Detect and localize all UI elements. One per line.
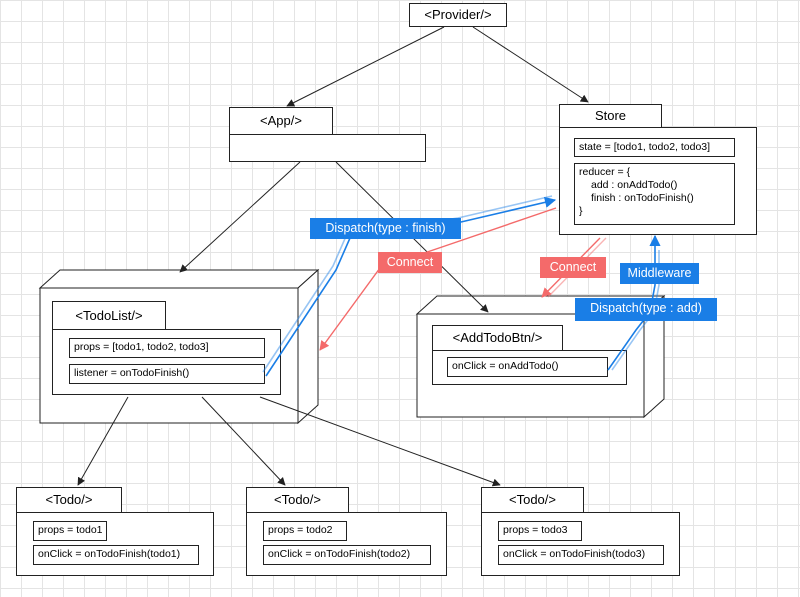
addtodobtn-label: <AddTodoBtn/> — [452, 330, 543, 345]
addtodobtn-onclick: onClick = onAddTodo() — [452, 360, 559, 372]
dispatch-finish-badge: Dispatch(type : finish) — [310, 218, 461, 239]
addtodobtn-onclick-field: onClick = onAddTodo() — [447, 357, 608, 377]
store-label: Store — [594, 108, 627, 123]
edge-provider-store — [472, 26, 589, 103]
todo2-label: <Todo/> — [274, 492, 321, 507]
store-tab: Store — [559, 104, 662, 128]
middleware-badge: Middleware — [620, 263, 699, 284]
todo3-props-field: props = todo3 — [498, 521, 582, 541]
provider-label: <Provider/> — [424, 7, 492, 22]
todo3-tab: <Todo/> — [481, 487, 584, 513]
todo1-props-field: props = todo1 — [33, 521, 107, 541]
store-state: state = [todo1, todo2, todo3] — [579, 141, 711, 153]
dispatch-add-badge: Dispatch(type : add) — [575, 298, 717, 321]
todolist-listener-field: listener = onTodoFinish() — [69, 364, 265, 384]
todo1-onclick-field: onClick = onTodoFinish(todo1) — [33, 545, 199, 565]
connect-right-label: Connect — [549, 260, 597, 274]
dispatch-add-label: Dispatch(type : add) — [590, 301, 702, 315]
edge-todolist-todo3 — [259, 396, 501, 487]
store-reducer-field: reducer = { add : onAddTodo() finish : o… — [574, 163, 735, 225]
edge-app-todolist — [179, 161, 301, 273]
todo3-props: props = todo3 — [503, 524, 568, 536]
todo1-props: props = todo1 — [38, 524, 103, 536]
todo2-onclick: onClick = onTodoFinish(todo2) — [268, 548, 411, 560]
connect-left-badge: Connect — [378, 252, 442, 273]
middleware-label: Middleware — [627, 266, 692, 280]
connect-right-badge: Connect — [540, 257, 606, 278]
todolist-props-field: props = [todo1, todo2, todo3] — [69, 338, 265, 358]
edge-todolist-todo2 — [201, 396, 286, 486]
todo3-label: <Todo/> — [509, 492, 556, 507]
edge-todolist-todo1 — [77, 396, 129, 486]
edge-provider-app — [286, 26, 445, 107]
app-body — [229, 134, 426, 162]
todo2-onclick-field: onClick = onTodoFinish(todo2) — [263, 545, 431, 565]
todolist-props: props = [todo1, todo2, todo3] — [74, 341, 209, 353]
addtodobtn-tab: <AddTodoBtn/> — [432, 325, 563, 351]
todo2-props-field: props = todo2 — [263, 521, 347, 541]
reducer-line-open: reducer = { — [579, 166, 631, 178]
app-label: <App/> — [260, 113, 302, 128]
provider-node: <Provider/> — [409, 3, 507, 27]
connect-left-label: Connect — [386, 255, 434, 269]
todo2-props: props = todo2 — [268, 524, 333, 536]
reducer-line-close: } — [579, 205, 583, 217]
dispatch-finish-label: Dispatch(type : finish) — [325, 221, 446, 235]
app-tab: <App/> — [229, 107, 333, 135]
todo1-onclick: onClick = onTodoFinish(todo1) — [38, 548, 181, 560]
store-state-field: state = [todo1, todo2, todo3] — [574, 138, 735, 157]
todo1-label: <Todo/> — [45, 492, 93, 507]
todo3-onclick: onClick = onTodoFinish(todo3) — [503, 548, 646, 560]
todolist-listener: listener = onTodoFinish() — [74, 367, 190, 379]
todo3-onclick-field: onClick = onTodoFinish(todo3) — [498, 545, 664, 565]
reducer-line-add: add : onAddTodo() — [591, 179, 678, 191]
todolist-tab: <TodoList/> — [52, 301, 166, 330]
todo1-tab: <Todo/> — [16, 487, 122, 513]
todolist-label: <TodoList/> — [75, 308, 143, 323]
reducer-line-finish: finish : onTodoFinish() — [591, 192, 694, 204]
todo2-tab: <Todo/> — [246, 487, 349, 513]
